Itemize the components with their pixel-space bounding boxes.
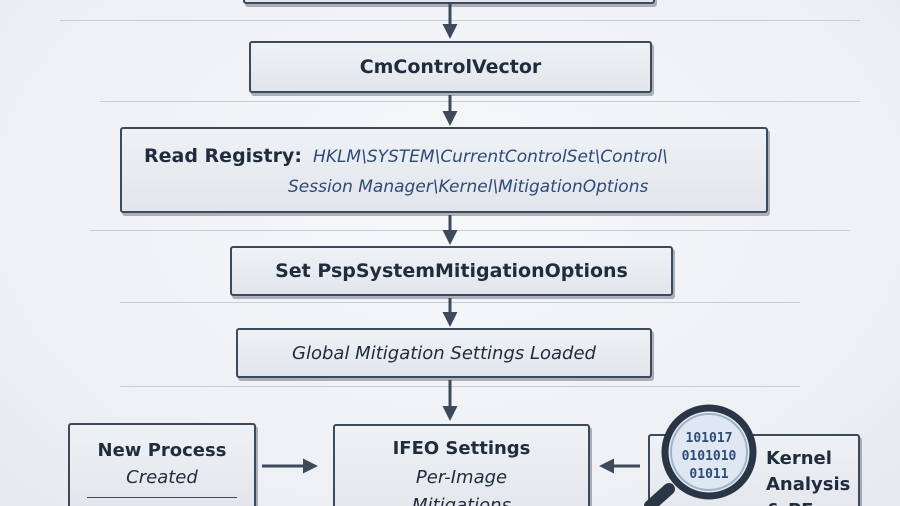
ifeo-box: IFEO Settings Per-Image Mitigations xyxy=(333,424,590,506)
new-process-box: New Process Created xyxy=(68,423,256,506)
global-loaded-box: Global Mitigation Settings Loaded xyxy=(236,328,652,378)
guide-rule xyxy=(90,230,850,231)
underline-rule xyxy=(87,497,237,498)
guide-rule xyxy=(120,386,800,387)
global-loaded-label: Global Mitigation Settings Loaded xyxy=(292,342,596,364)
kernel-analysis-line3: & PE xyxy=(766,498,850,506)
ifeo-line3: Mitigations xyxy=(412,495,511,506)
kernel-analysis-line2: Analysis xyxy=(766,474,851,495)
kernel-analysis-line1: Kernel xyxy=(766,448,832,469)
cm-control-vector-label: CmControlVector xyxy=(359,56,542,78)
set-psp-label: Set PspSystemMitigationOptions xyxy=(275,260,628,282)
binary-line1: 101017 xyxy=(686,431,733,446)
read-registry-label: Read Registry: xyxy=(144,145,302,167)
top-cutoff-box xyxy=(243,0,655,4)
read-registry-box: Read Registry: HKLM\SYSTEM\CurrentContro… xyxy=(120,127,768,213)
guide-rule xyxy=(100,101,860,102)
binary-line3: 01011 xyxy=(689,467,728,482)
cm-control-vector-box: CmControlVector xyxy=(249,41,652,93)
new-process-line2: Created xyxy=(126,467,198,488)
guide-rule xyxy=(60,20,860,21)
binary-line2: 0101010 xyxy=(682,449,737,464)
registry-path-line1: HKLM\SYSTEM\CurrentControlSet\Control\ xyxy=(313,147,668,167)
ifeo-line1: IFEO Settings xyxy=(392,438,531,459)
ifeo-line2: Per-Image xyxy=(415,467,508,488)
set-psp-box: Set PspSystemMitigationOptions xyxy=(230,246,673,296)
magnifier-icon: 101017 0101010 01011 xyxy=(644,404,757,506)
registry-path-line2: Session Manager\Kernel\MitigationOptions xyxy=(288,177,649,197)
new-process-line1: New Process xyxy=(97,440,227,461)
guide-rule xyxy=(120,302,800,303)
